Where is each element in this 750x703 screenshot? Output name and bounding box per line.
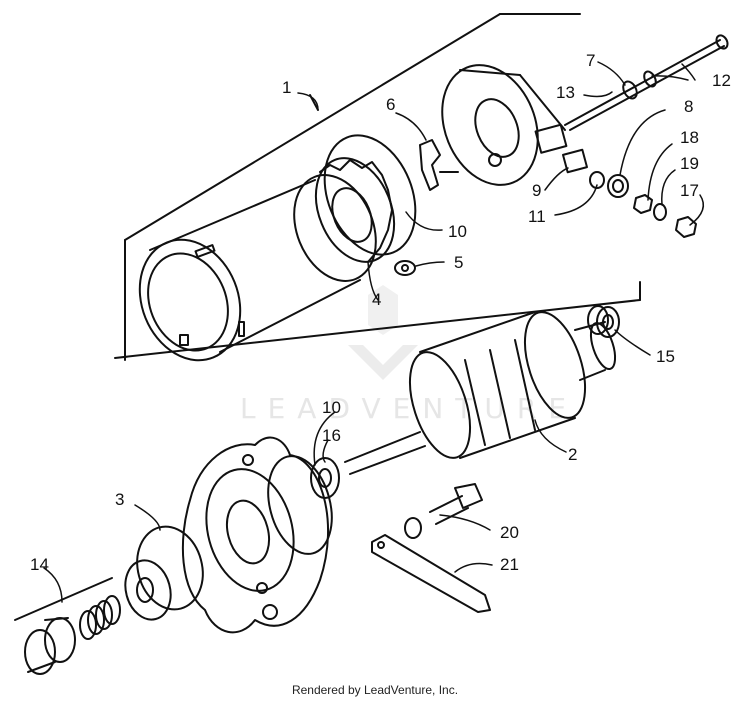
callout-16: 16 [322, 426, 341, 445]
callout-13: 13 [556, 83, 575, 102]
rear-end-frame [441, 64, 568, 186]
callout-5: 5 [454, 253, 463, 272]
callout-labels: 1 2 3 4 5 6 7 8 9 10 10 11 12 13 14 15 1… [30, 51, 731, 574]
spring-and-collar-14 [24, 595, 121, 675]
callout-20: 20 [500, 523, 519, 542]
brush-holder-6 [419, 139, 459, 191]
bolt-20 [404, 483, 483, 539]
callout-18: 18 [680, 128, 699, 147]
mounting-bracket-21 [371, 534, 491, 613]
brush-plate [314, 157, 396, 263]
watermark-text: LEADVENTURE [240, 392, 579, 425]
callout-1: 1 [282, 78, 291, 97]
leader-lines [43, 61, 705, 603]
callout-10-lower: 10 [322, 398, 341, 417]
pinion-gear-3 [124, 525, 204, 621]
callout-14: 14 [30, 555, 49, 574]
callout-10-upper: 10 [448, 222, 467, 241]
callout-19: 19 [680, 154, 699, 173]
callout-11: 11 [528, 207, 546, 226]
callout-4: 4 [372, 290, 381, 309]
callout-9: 9 [532, 181, 541, 200]
credit-footer: Rendered by LeadVenture, Inc. [291, 683, 459, 697]
o-ring-10-upper [323, 134, 417, 256]
callout-3: 3 [115, 490, 124, 509]
callout-8: 8 [684, 97, 693, 116]
bracket-14 [14, 577, 113, 621]
terminal-hardware [562, 148, 697, 238]
armature-2 [344, 311, 617, 475]
washers-15 [587, 305, 620, 338]
callout-7: 7 [586, 51, 595, 70]
drive-end-housing [181, 436, 333, 634]
callout-6: 6 [386, 95, 395, 114]
callout-21: 21 [500, 555, 519, 574]
motor-housing [138, 174, 377, 362]
assembly-bracket-1 [114, 13, 641, 361]
callout-2: 2 [568, 445, 577, 464]
callout-12: 12 [712, 71, 731, 90]
through-bolt-12 [564, 34, 729, 131]
callout-15: 15 [656, 347, 675, 366]
callout-17: 17 [680, 181, 699, 200]
brush-terminal [394, 260, 416, 276]
